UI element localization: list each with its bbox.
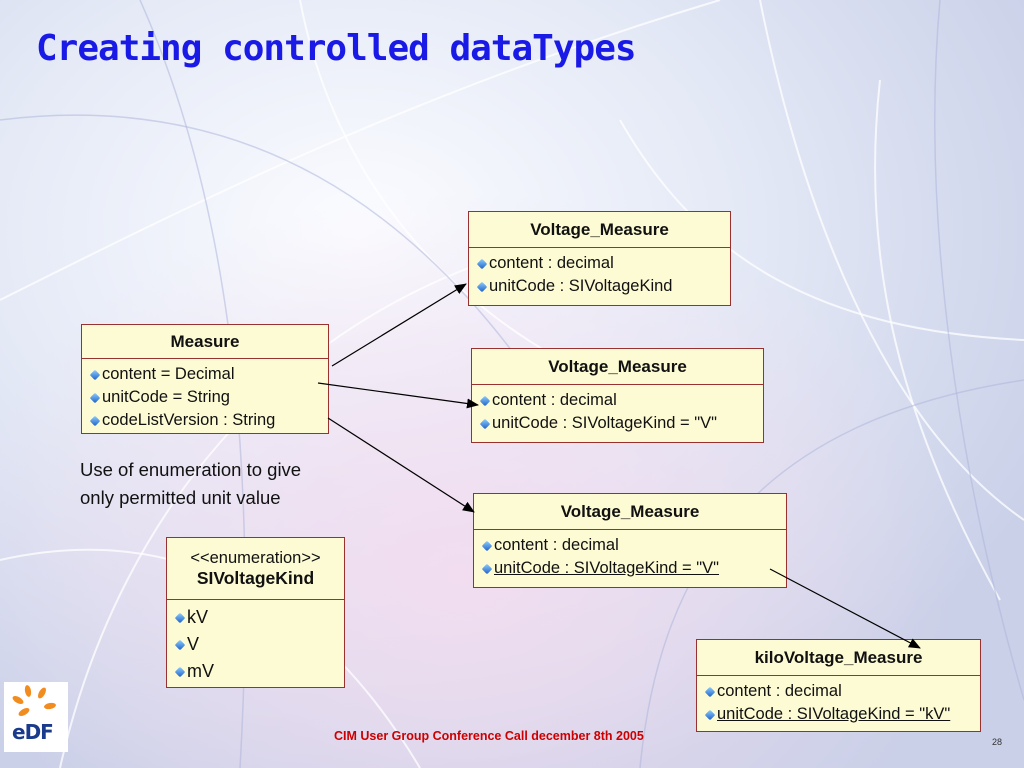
enumeration-class-name: SIVoltageKind — [196, 567, 315, 588]
attribute-icon — [174, 612, 186, 623]
attribute-row: content = Decimal — [89, 363, 328, 386]
attribute-row: unitCode : SIVoltageKind = "V" — [481, 557, 786, 580]
footer-text: CIM User Group Conference Call december … — [334, 729, 644, 743]
slide-title: Creating controlled dataTypes — [36, 28, 637, 69]
attribute-icon — [476, 281, 488, 292]
attribute-row: codeListVersion : String — [89, 409, 328, 432]
attribute-row: content : decimal — [481, 534, 786, 557]
attribute-icon — [89, 369, 101, 380]
attribute-icon — [174, 639, 186, 650]
voltage-measure-class-name: Voltage_Measure — [474, 494, 786, 530]
attribute-icon — [704, 686, 716, 697]
attribute-icon — [89, 392, 101, 403]
attribute-row: unitCode = String — [89, 386, 328, 409]
measure-class-name: Measure — [82, 325, 328, 359]
attribute-icon — [704, 709, 716, 720]
logo-wordmark: eDF — [12, 720, 54, 744]
edf-logo: eDF — [4, 682, 68, 752]
voltage-measure-class-name: Voltage_Measure — [469, 212, 730, 248]
attribute-icon — [481, 563, 493, 574]
attribute-row: unitCode : SIVoltageKind — [476, 275, 730, 298]
note-line-2: only permitted unit value — [80, 487, 281, 508]
enumeration-stereotype: <<enumeration>> — [190, 548, 321, 567]
voltage-measure-class-box-3: Voltage_Measure content : decimal unitCo… — [473, 493, 787, 588]
attribute-row: content : decimal — [479, 389, 763, 412]
attribute-icon — [476, 258, 488, 269]
page-number: 28 — [992, 737, 1003, 747]
attribute-row: content : decimal — [476, 252, 730, 275]
attribute-row: unitCode : SIVoltageKind = "V" — [479, 412, 763, 435]
attribute-icon — [174, 666, 186, 677]
enum-literal-row: kV — [174, 604, 344, 631]
voltage-measure-class-name: Voltage_Measure — [472, 349, 763, 385]
attribute-icon — [479, 418, 491, 429]
measure-class-box: Measure content = Decimal unitCode = Str… — [81, 324, 329, 434]
attribute-row: unitCode : SIVoltageKind = "kV" — [704, 703, 980, 726]
attribute-icon — [89, 415, 101, 426]
voltage-measure-class-box-1: Voltage_Measure content : decimal unitCo… — [468, 211, 731, 306]
enum-literal-row: mV — [174, 658, 344, 685]
voltage-measure-class-box-2: Voltage_Measure content : decimal unitCo… — [471, 348, 764, 443]
attribute-row: content : decimal — [704, 680, 980, 703]
note-line-1: Use of enumeration to give — [80, 459, 302, 480]
attribute-icon — [479, 395, 491, 406]
enum-literal-row: V — [174, 631, 344, 658]
enumeration-class-box: <<enumeration>> SIVoltageKind kV V mV — [166, 537, 345, 688]
kilovoltage-measure-class-name: kiloVoltage_Measure — [697, 640, 980, 676]
enumeration-note: Use of enumeration to give only permitte… — [80, 456, 301, 512]
attribute-icon — [481, 540, 493, 551]
kilovoltage-measure-class-box: kiloVoltage_Measure content : decimal un… — [696, 639, 981, 732]
